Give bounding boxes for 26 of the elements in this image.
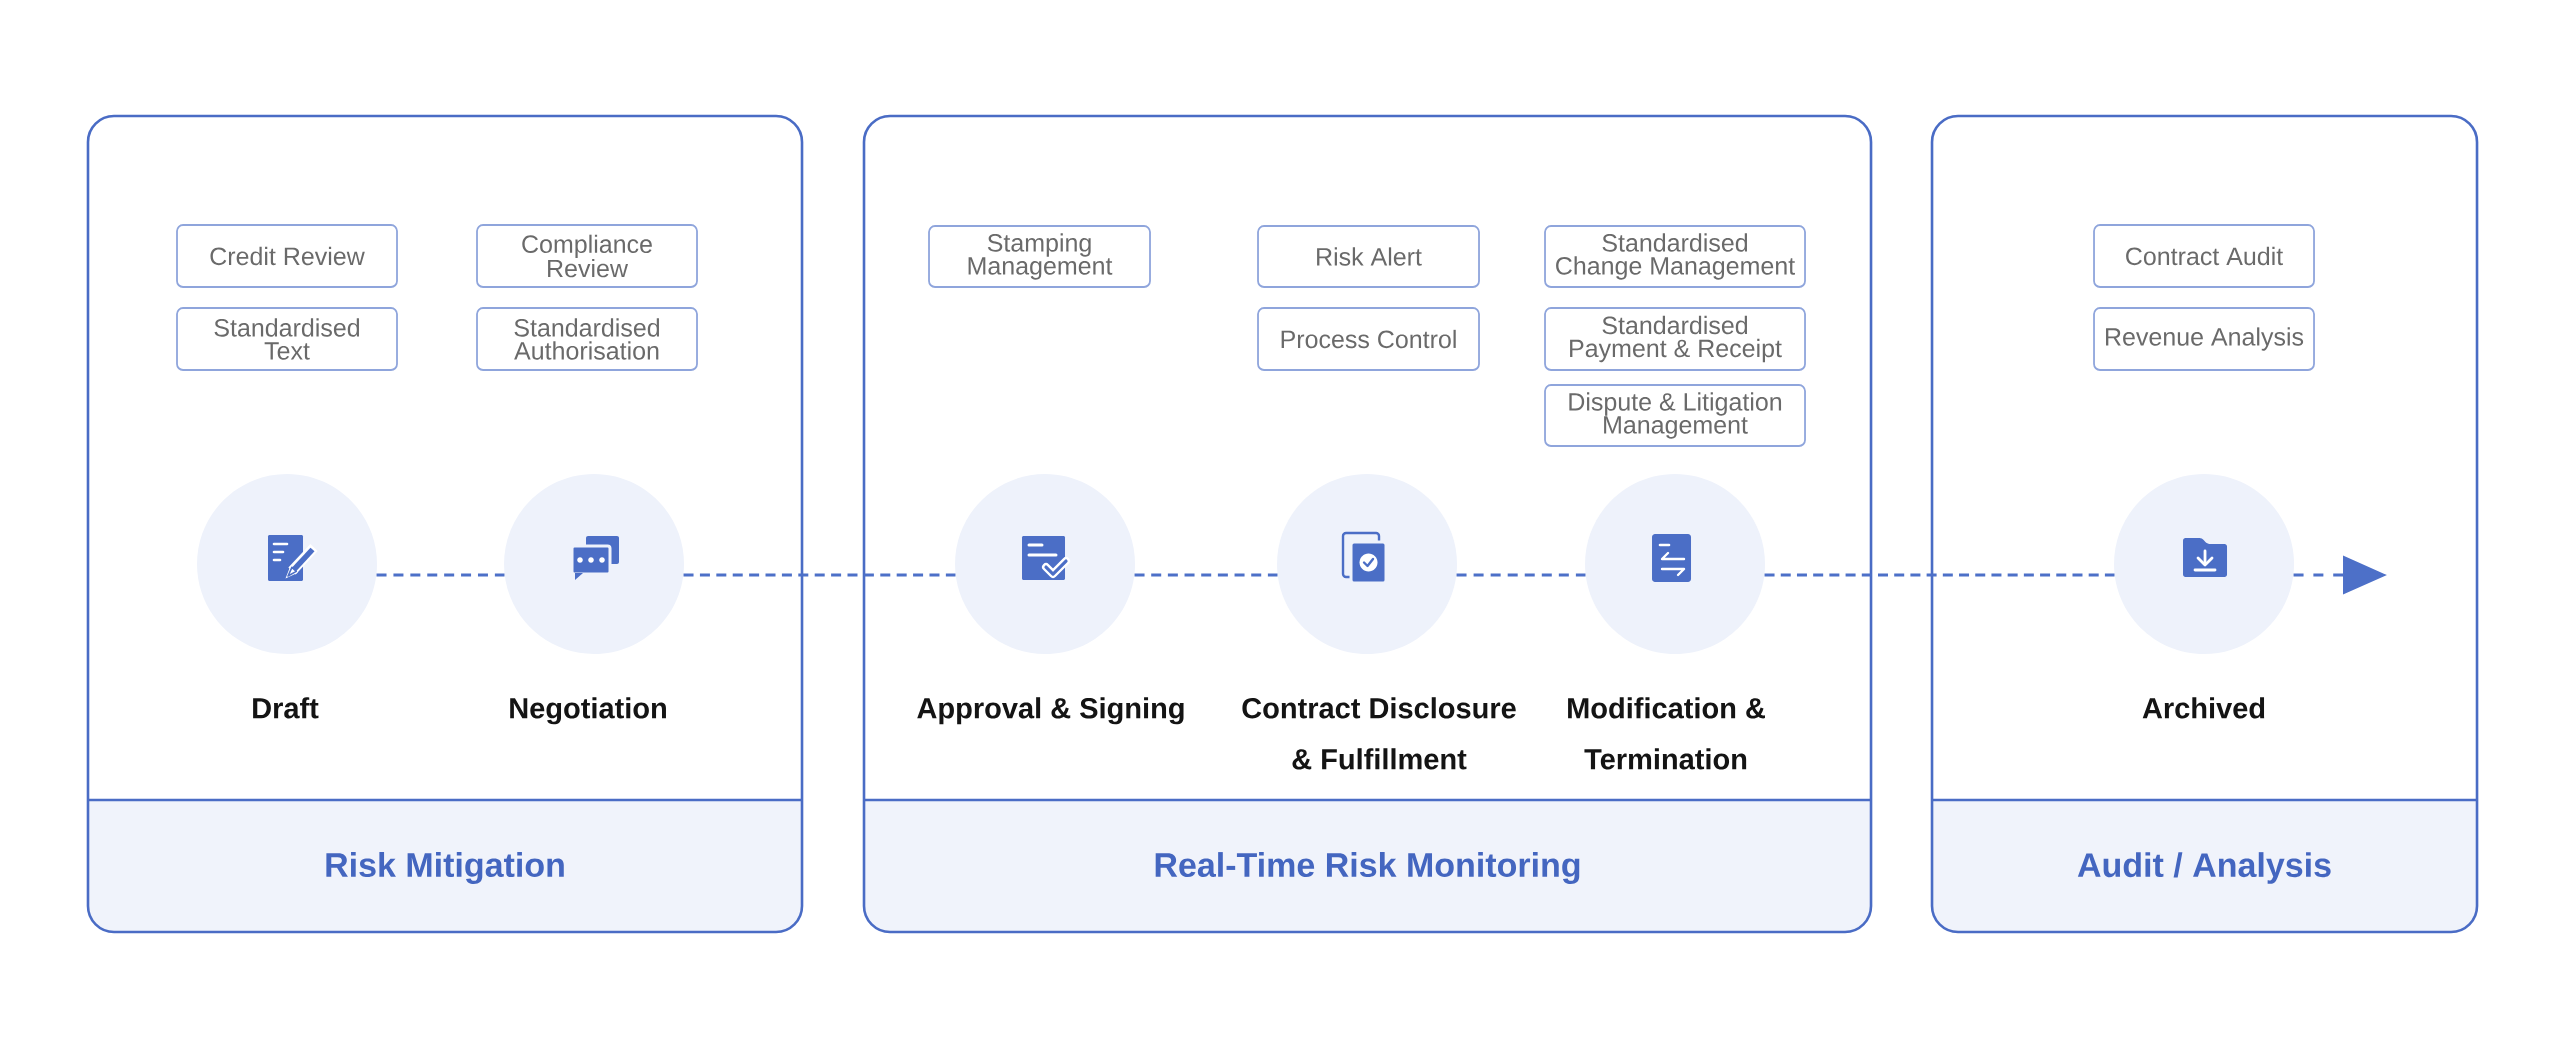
task-box: Dispute & Litigation Management	[1544, 384, 1806, 447]
task-box: Contract Audit	[2093, 224, 2315, 288]
task-box: Standardised Authorisation	[476, 307, 698, 371]
panel-footer: Real-Time Risk Monitoring	[864, 798, 1871, 932]
task-box: Credit Review	[176, 224, 398, 288]
task-box: Process Control	[1257, 307, 1480, 371]
step-label: Negotiation	[510, 697, 666, 725]
task-box: Standardised Change Management	[1544, 225, 1806, 288]
task-box: Risk Alert	[1257, 225, 1480, 288]
step-label: Modification & Termination	[1568, 697, 1765, 770]
step-label: Draft	[253, 697, 319, 719]
connector-line	[1134, 573, 1278, 577]
connector-line	[683, 573, 956, 577]
step-label: Contract Disclosure & Fulfillment	[1242, 697, 1516, 770]
connector-line	[1764, 573, 2115, 577]
task-box: Standardised Payment & Receipt	[1544, 307, 1806, 371]
connector-line	[376, 573, 505, 577]
task-box: Revenue Analysis	[2093, 307, 2315, 371]
task-box: Stamping Management	[928, 225, 1151, 288]
step-label: Approval & Signing	[917, 697, 1184, 725]
task-box: Compliance Review	[476, 224, 698, 288]
panel-footer: Audit / Analysis	[1932, 798, 2478, 932]
step-label: Archived	[2142, 697, 2265, 719]
panel-footer: Risk Mitigation	[88, 798, 802, 932]
connector-line	[1456, 573, 1586, 577]
task-box: Standardised Text	[176, 307, 398, 371]
